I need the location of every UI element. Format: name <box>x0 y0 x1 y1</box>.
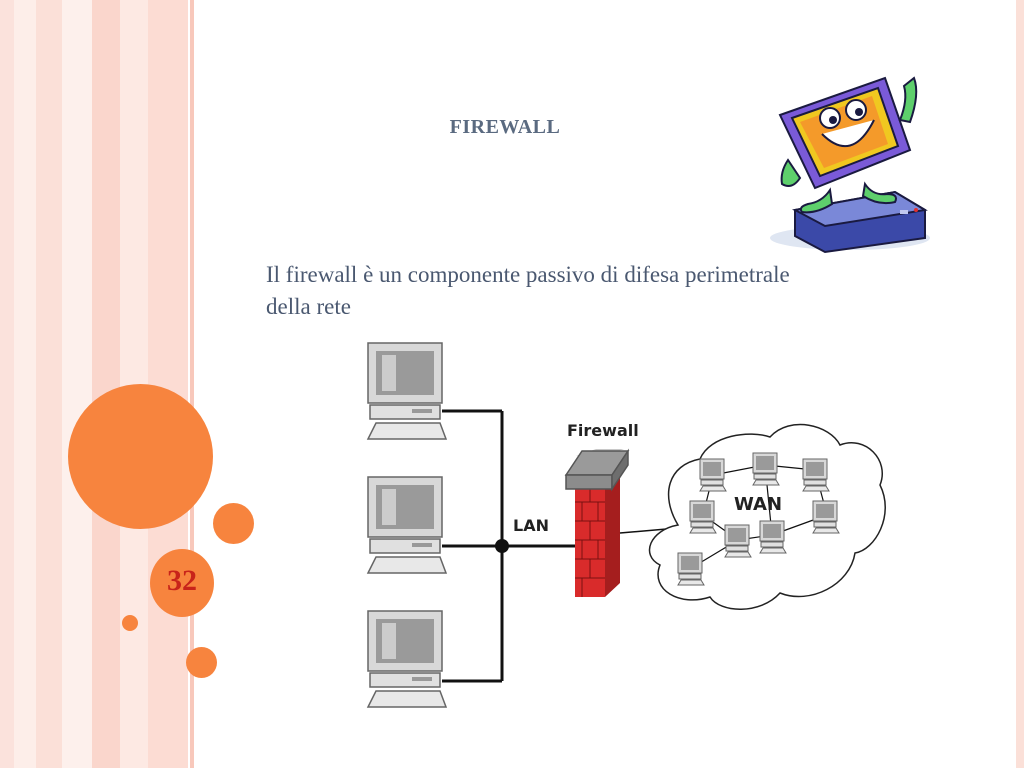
lan-junction <box>495 539 509 553</box>
firewall-label: Firewall <box>567 421 639 440</box>
wan-computer-icon-1 <box>699 458 727 492</box>
wan-computer-icon-4 <box>689 500 717 534</box>
slide-title: FIREWALL <box>449 116 561 138</box>
slide-number: 32 <box>167 564 197 597</box>
stripe-4 <box>62 0 92 768</box>
lan-label: LAN <box>513 516 549 535</box>
stripe-1 <box>0 0 14 768</box>
slide-number-badge: 32 <box>150 549 214 617</box>
wan-computer-icon-7 <box>812 500 840 534</box>
stripe-line <box>190 0 194 768</box>
network-diagram: LAN Firewall <box>367 342 886 708</box>
stripe-5 <box>92 0 120 768</box>
small-circle-1 <box>213 503 254 544</box>
stripe-2 <box>14 0 36 768</box>
wan-computer-icon-5 <box>724 524 752 558</box>
small-circle-3 <box>186 647 217 678</box>
lan-computer-icon-1 <box>367 342 447 440</box>
wan-computer-icon-3 <box>802 458 830 492</box>
wan-computer-icon-2 <box>752 452 780 486</box>
wan-label: WAN <box>734 494 782 515</box>
small-circle-2 <box>122 615 138 631</box>
lan-computer-icon-2 <box>367 476 447 574</box>
wan-computer-icon-6 <box>759 520 787 554</box>
cartoon-computer-mascot <box>770 76 930 254</box>
lan-computer-icon-3 <box>367 610 447 708</box>
stripe-7 <box>148 0 188 768</box>
wan-computer-icon-8 <box>677 552 705 586</box>
firewall-wall-icon <box>564 448 630 597</box>
stripe-3 <box>36 0 62 768</box>
big-circle <box>68 384 213 529</box>
slide-body-text: Il firewall è un componente passivo di d… <box>266 262 790 319</box>
right-edge-stripe <box>1016 0 1024 768</box>
